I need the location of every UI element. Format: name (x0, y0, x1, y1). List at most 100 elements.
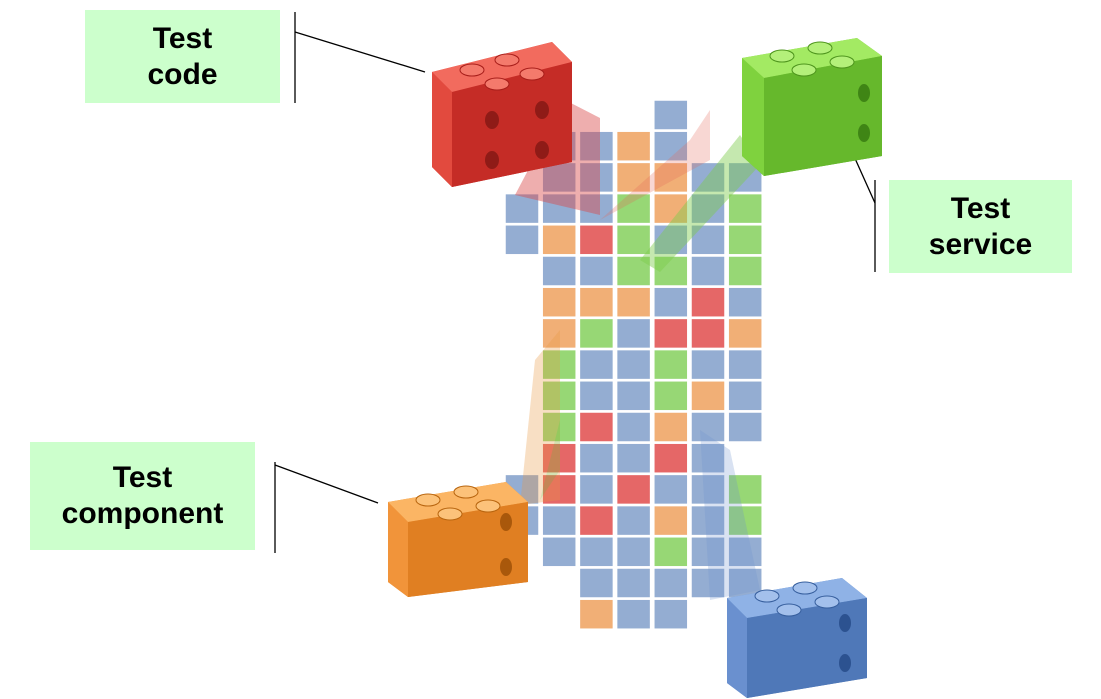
tile-blue (615, 317, 652, 350)
test-code-label-line2: code (147, 57, 218, 91)
tile-green (541, 380, 577, 412)
tile-blue (615, 411, 652, 443)
test-component-pointer (274, 464, 379, 504)
test-component-label: Test component (30, 442, 255, 550)
tile-blue (541, 255, 577, 287)
tile-blue (727, 348, 763, 381)
orange-lego-brick-icon (388, 482, 528, 597)
tile-green (541, 411, 577, 443)
tile-green (727, 192, 763, 225)
tile-orange (653, 161, 689, 194)
tile-orange (727, 317, 763, 350)
tile-blue (690, 348, 726, 381)
tile-blue (615, 380, 652, 412)
tile-blue (690, 536, 726, 568)
tile-blue (615, 598, 652, 630)
tile-orange (541, 286, 577, 318)
tile-green (653, 380, 689, 412)
tile-red (653, 317, 689, 350)
tile-blue (578, 192, 615, 225)
tile-green (578, 317, 615, 350)
tile-red (690, 317, 726, 350)
tile-red (541, 442, 577, 474)
green-projection (640, 135, 760, 272)
blue-lego-brick-icon (727, 578, 867, 698)
tile-blue (690, 192, 726, 225)
test-code-pointer (294, 31, 426, 73)
tile-blue (653, 567, 689, 599)
red-lego-brick-icon (432, 42, 572, 187)
tile-blue (578, 442, 615, 474)
tile-green (727, 504, 763, 537)
tile-blue (541, 536, 577, 568)
tile-blue (653, 130, 689, 162)
tile-blue (690, 567, 726, 599)
tile-blue (727, 536, 763, 568)
green-lego-brick-icon (742, 38, 882, 176)
tile-blue (653, 286, 689, 318)
tile-orange (615, 130, 652, 162)
tile-red (578, 224, 615, 256)
tile-orange (541, 224, 577, 256)
tile-green (653, 536, 689, 568)
tile-orange (653, 192, 689, 225)
tile-green (615, 224, 652, 256)
tile-red (578, 411, 615, 443)
test-service-label-line1: Test (950, 191, 1011, 225)
tile-blue (578, 567, 615, 599)
tile-blue (727, 286, 763, 318)
tile-blue (578, 255, 615, 287)
tile-blue (653, 473, 689, 506)
tile-orange (653, 411, 689, 443)
tile-green (541, 348, 577, 381)
tile-blue (578, 380, 615, 412)
tile-blue (653, 224, 689, 256)
tile-blue (578, 130, 615, 162)
tile-blue (578, 473, 615, 506)
tile-blue (727, 411, 763, 443)
tile-orange (615, 161, 652, 194)
tile-blue (615, 536, 652, 568)
tile-blue (578, 161, 615, 194)
tile-blue (690, 224, 726, 256)
tile-blue (653, 99, 689, 131)
tile-green (653, 348, 689, 381)
tile-blue (541, 161, 577, 194)
tile-red (541, 473, 577, 506)
tile-blue (690, 411, 726, 443)
tile-blue (541, 504, 577, 537)
tile-red (578, 504, 615, 537)
test-code-label-line1: Test (152, 21, 213, 55)
tile-blue (504, 224, 540, 256)
tile-red (615, 473, 652, 506)
tile-green (727, 255, 763, 287)
tile-blue (615, 504, 652, 537)
tile-blue (615, 567, 652, 599)
tile-green (727, 473, 763, 506)
orange-projection-2 (540, 420, 560, 500)
tile-blue (615, 442, 652, 474)
tile-blue (690, 255, 726, 287)
tile-blue (690, 473, 726, 506)
tile-orange (578, 286, 615, 318)
tile-red (653, 442, 689, 474)
tile-orange (615, 286, 652, 318)
blue-projection (700, 430, 760, 600)
tile-blue (615, 348, 652, 381)
tile-blue (578, 348, 615, 381)
tile-blue (653, 598, 689, 630)
tile-green (653, 255, 689, 287)
tile-orange (541, 317, 577, 350)
test-code-label: Test code (85, 10, 280, 103)
tile-orange (690, 380, 726, 412)
orange-projection (520, 330, 560, 505)
tile-green (727, 224, 763, 256)
test-service-label-line2: service (928, 227, 1033, 261)
tile-blue (504, 192, 540, 225)
tile-red (690, 286, 726, 318)
tile-blue (690, 442, 726, 474)
tile-green (615, 192, 652, 225)
test-component-label-line1: Test (112, 461, 173, 494)
tile-blue (690, 504, 726, 537)
